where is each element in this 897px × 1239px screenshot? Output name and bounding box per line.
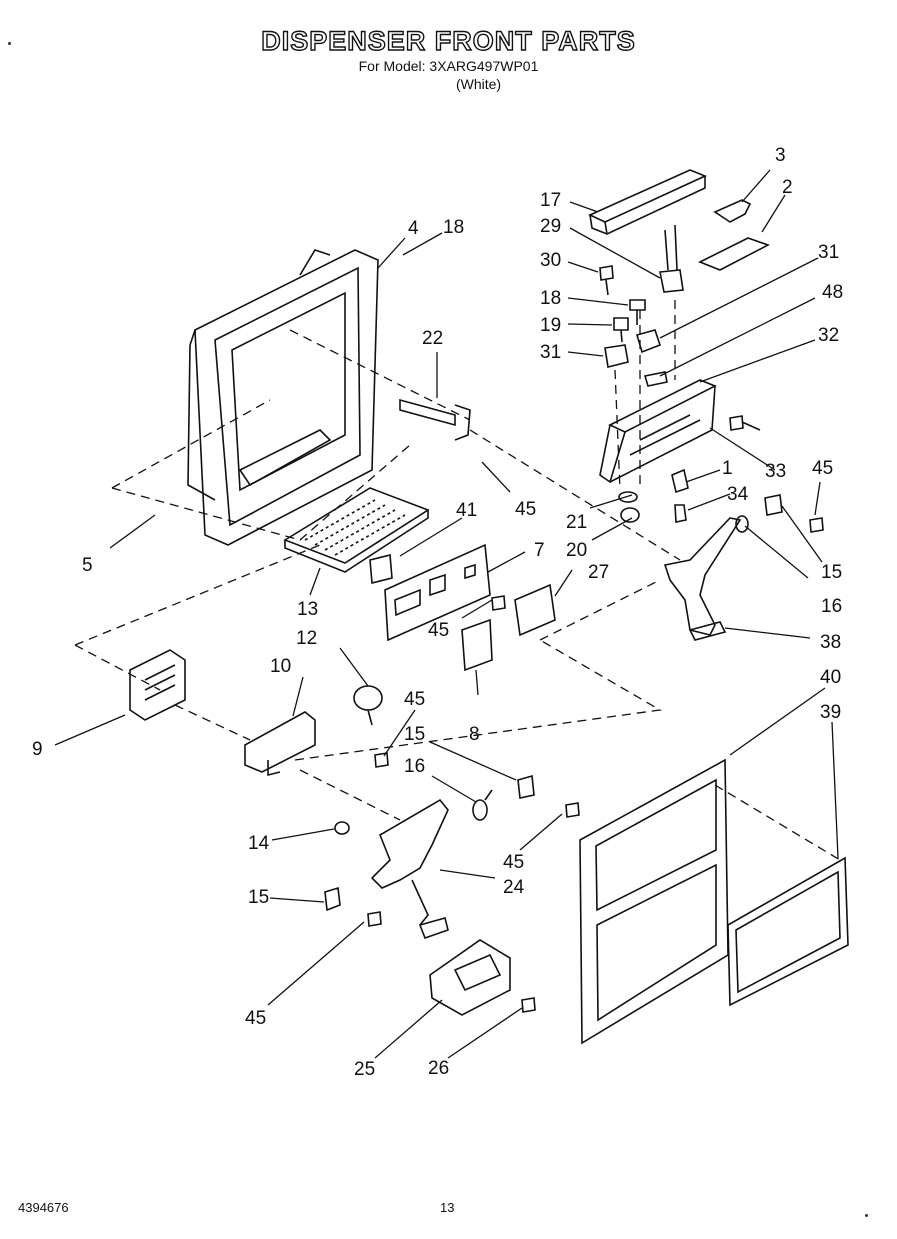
callout-45-mid: 45 <box>428 620 449 641</box>
leader-lines <box>54 169 839 1059</box>
callout-40: 40 <box>820 667 841 688</box>
board-part-8 <box>461 618 493 672</box>
callout-25: 25 <box>354 1059 375 1080</box>
rod-part-22 <box>399 398 471 441</box>
callout-numbers: 3 2 17 29 4 18 30 31 48 18 19 31 32 22 4… <box>32 145 843 1080</box>
front-panel-part-40 <box>579 758 729 1045</box>
callout-41: 41 <box>456 500 477 521</box>
screw-part-45-e <box>565 802 580 818</box>
panel-part-7 <box>384 543 491 642</box>
cover-part-9 <box>129 649 186 721</box>
panel-insert-part-39 <box>727 856 849 1007</box>
callout-22: 22 <box>422 328 443 349</box>
callout-45-bottom: 45 <box>245 1008 266 1029</box>
doc-number: 4394676 <box>18 1200 69 1215</box>
lamp-part-12 <box>353 685 383 726</box>
callout-21: 21 <box>566 512 587 533</box>
callout-45-lower: 45 <box>503 852 524 873</box>
callout-2: 2 <box>782 177 793 198</box>
screw-part-45-f <box>367 911 382 927</box>
screw-part-45-b <box>809 517 824 533</box>
callout-24: 24 <box>503 877 525 898</box>
bracket-part-31-lower <box>604 344 629 368</box>
tab-part-48 <box>643 371 668 387</box>
housing-part-4 <box>187 249 379 546</box>
callout-18-top: 18 <box>443 217 464 238</box>
callout-7: 7 <box>534 540 545 561</box>
board-part-27 <box>514 583 556 637</box>
callout-27: 27 <box>588 562 609 583</box>
callout-14: 14 <box>248 833 270 854</box>
callout-20: 20 <box>566 540 587 561</box>
spring-part-16-lower <box>472 789 493 821</box>
callout-4: 4 <box>408 218 419 239</box>
callout-13: 13 <box>297 599 318 620</box>
callout-48: 48 <box>822 282 843 303</box>
callout-10: 10 <box>270 656 291 677</box>
top-trim-bar-part-17 <box>588 169 708 235</box>
callout-45-left: 45 <box>404 689 425 710</box>
callout-34: 34 <box>727 484 749 505</box>
washer-part-21 <box>618 491 638 503</box>
callout-38: 38 <box>820 632 841 653</box>
label-part-41 <box>369 553 393 585</box>
callout-31-left: 31 <box>540 342 561 363</box>
callout-3: 3 <box>775 145 786 166</box>
page-title: DISPENSER FRONT PARTS <box>261 25 636 56</box>
callout-31-top: 31 <box>818 242 839 263</box>
callout-12: 12 <box>296 628 317 649</box>
callout-39: 39 <box>820 702 841 723</box>
alignment-lines <box>74 300 841 861</box>
color-line: (White) <box>455 76 502 92</box>
screw-part-19 <box>613 317 629 343</box>
spring-part-16-right <box>735 515 749 533</box>
callout-15-mid: 15 <box>404 724 425 745</box>
callout-33: 33 <box>765 461 786 482</box>
screw-part-45-c <box>491 595 506 611</box>
grille-part-13 <box>283 487 430 573</box>
lever-part-38 <box>663 517 742 641</box>
callout-26: 26 <box>428 1058 449 1079</box>
callout-30: 30 <box>540 250 561 271</box>
callout-45-right: 45 <box>812 458 833 479</box>
screw-part-45-a <box>729 415 761 431</box>
part-34 <box>674 504 687 523</box>
switch-part-29 <box>659 224 684 293</box>
callout-1: 1 <box>722 458 733 479</box>
callout-45-top: 45 <box>515 499 536 520</box>
callout-18-right: 18 <box>540 288 561 309</box>
scan-speck <box>865 1214 868 1217</box>
callout-16-right: 16 <box>821 596 842 617</box>
clip-part-1 <box>671 468 689 494</box>
scan-speck <box>8 42 11 45</box>
page-number: 13 <box>440 1200 455 1215</box>
callout-15-lower: 15 <box>248 887 269 908</box>
bushing-part-20 <box>620 507 640 523</box>
callout-9: 9 <box>32 739 43 760</box>
clip-part-15-mid <box>517 774 535 799</box>
callout-19: 19 <box>540 315 561 336</box>
screw-part-18-right <box>629 299 646 325</box>
drip-tray-part-25 <box>429 939 511 1016</box>
screw-part-45-d <box>374 752 389 768</box>
callout-17: 17 <box>540 190 561 211</box>
button-part-14 <box>334 821 350 835</box>
bracket-part-10 <box>244 711 316 777</box>
bracket-part-31-upper <box>636 329 661 354</box>
callout-15-right: 15 <box>821 562 842 583</box>
clip-part-15-right <box>764 494 783 516</box>
model-line: For Model: 3XARG497WP01 <box>358 58 539 74</box>
lever-part-24 <box>370 798 449 940</box>
plate-part-2 <box>698 237 771 271</box>
callout-29: 29 <box>540 216 561 237</box>
callout-8: 8 <box>469 724 480 745</box>
screw-part-30 <box>599 265 614 296</box>
callout-32: 32 <box>818 325 839 346</box>
screw-part-26 <box>521 997 536 1013</box>
callout-5: 5 <box>82 555 93 576</box>
plate-part-3 <box>713 199 752 223</box>
callout-16-mid: 16 <box>404 756 425 777</box>
clip-part-15-lower <box>324 886 341 912</box>
